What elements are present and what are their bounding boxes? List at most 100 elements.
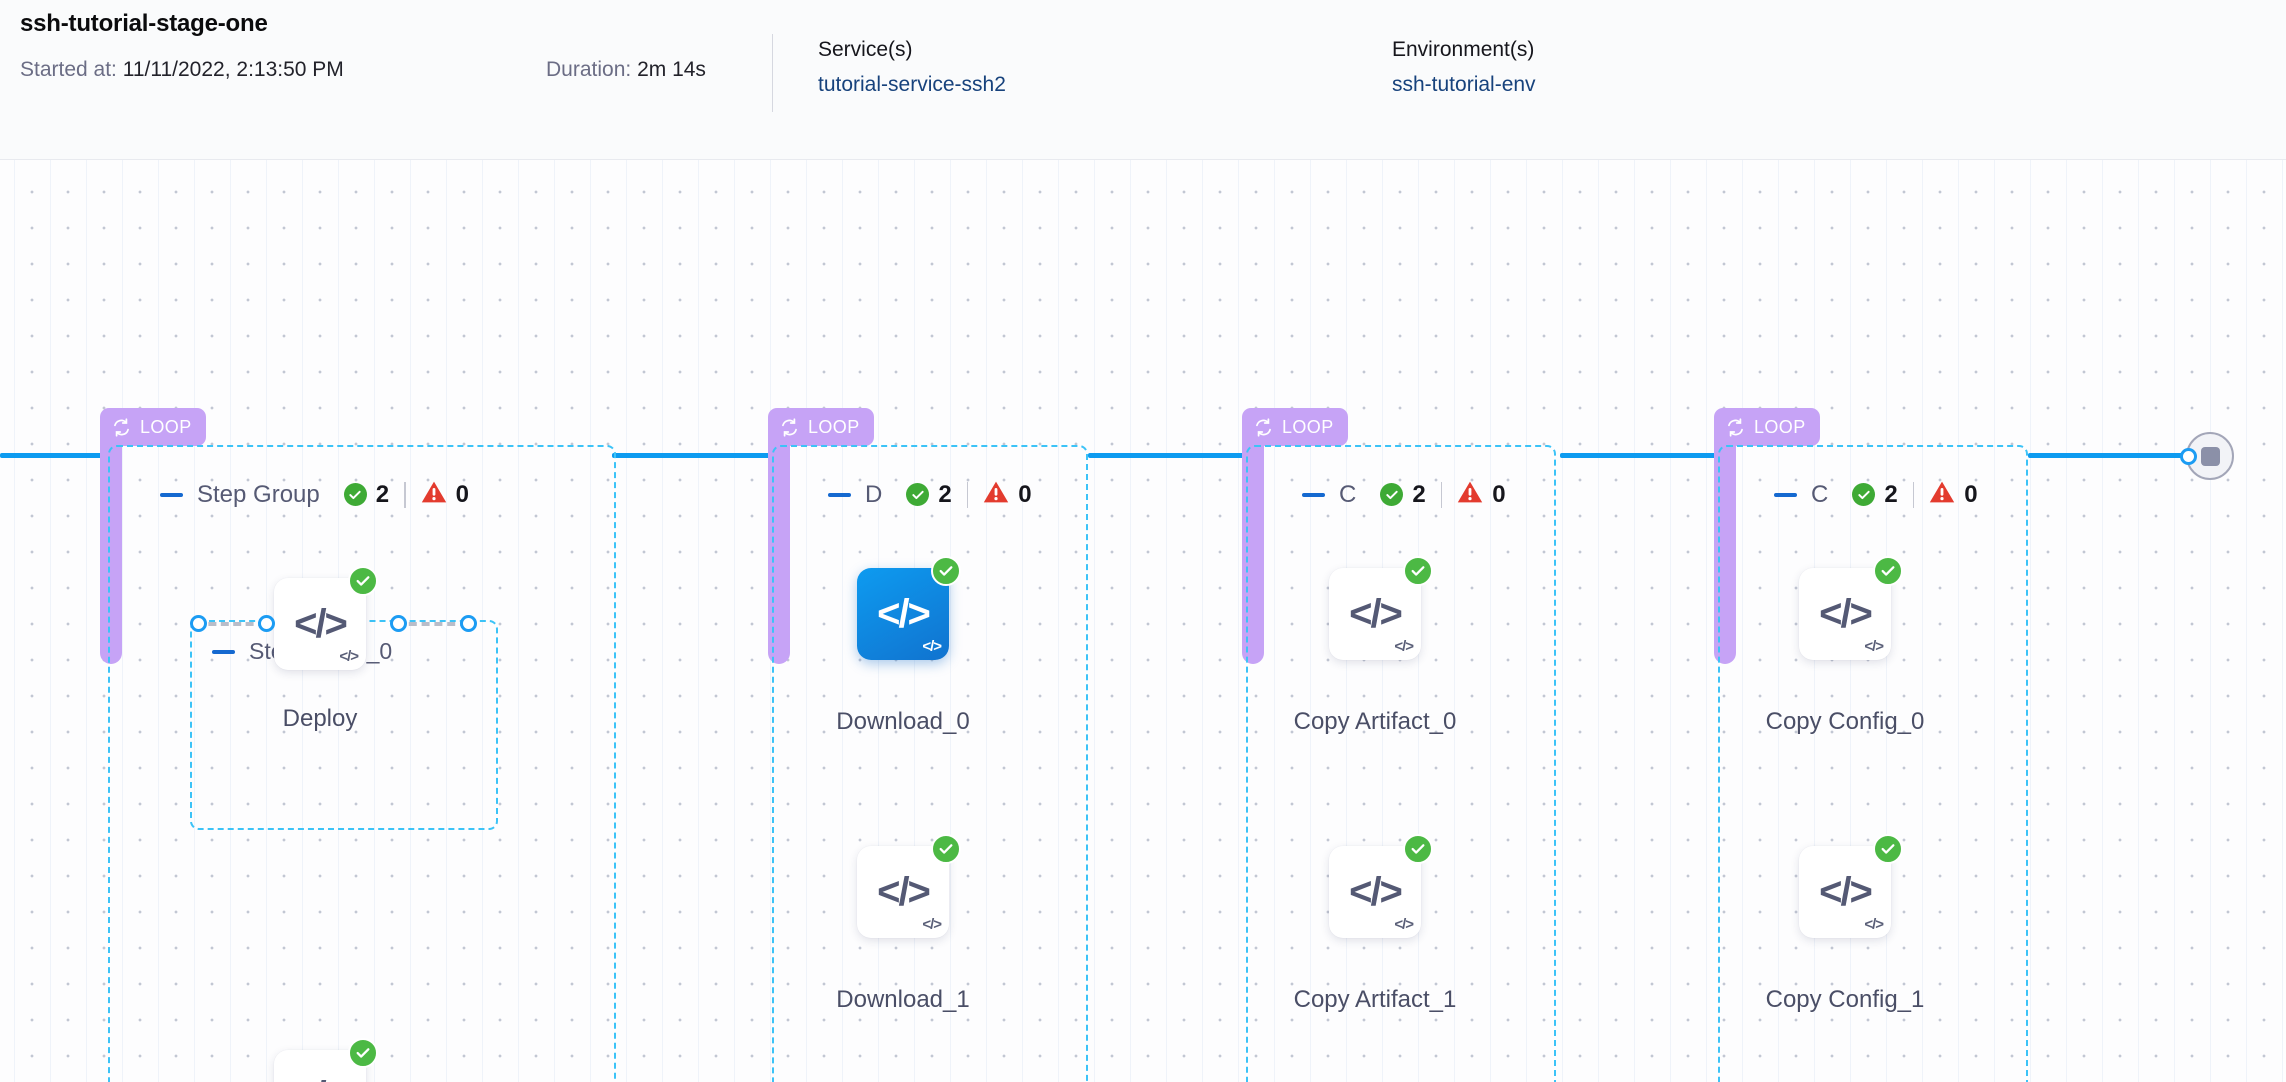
- code-icon: </>: [877, 870, 931, 914]
- success-check-icon: [343, 483, 367, 506]
- connector-deploy-right: [396, 622, 468, 626]
- environment-link[interactable]: ssh-tutorial-env: [1392, 73, 1536, 96]
- port-right-inner[interactable]: [390, 615, 407, 632]
- loop-icon: [1725, 417, 1746, 438]
- group-name: Step Group: [197, 480, 320, 508]
- pipeline-canvas[interactable]: LOOP Step Group 2 0 Step Group_0 </> </>: [0, 160, 2286, 1082]
- environments-label: Environment(s): [1392, 38, 1535, 61]
- pipeline-header: ssh-tutorial-stage-one Started at: 11/11…: [0, 0, 2286, 160]
- node-copy-artifact-1[interactable]: </> </>: [1329, 834, 1433, 938]
- code-icon: </>: [294, 602, 348, 646]
- group-header-step-group[interactable]: Step Group 2 0: [160, 480, 469, 509]
- success-count: 2: [1884, 480, 1898, 508]
- node-label-copy-config-1: Copy Config_1: [1765, 986, 1925, 1013]
- group-header-download[interactable]: D 2 0: [828, 480, 1032, 509]
- code-badge-icon: </>: [1864, 916, 1884, 933]
- environments-column: Environment(s) ssh-tutorial-env: [1392, 38, 1536, 97]
- code-badge-icon: </>: [1864, 638, 1884, 655]
- code-badge-icon: </>: [339, 648, 359, 665]
- group-counts: 2 0: [1380, 480, 1506, 509]
- port-left-inner[interactable]: [258, 615, 275, 632]
- success-check-icon: [1380, 483, 1404, 506]
- status-success-icon: [931, 556, 961, 586]
- error-warning-icon: [1457, 480, 1483, 509]
- loop-icon: [1253, 417, 1274, 438]
- group-header-copy-artifact[interactable]: C 2 0: [1302, 480, 1506, 509]
- node-label-deploy: Deploy: [282, 705, 358, 732]
- code-icon: </>: [294, 1076, 348, 1082]
- port-left-outer[interactable]: [190, 615, 207, 632]
- count-divider: [966, 481, 969, 508]
- started-at-value: 11/11/2022, 2:13:50 PM: [122, 58, 344, 81]
- success-check-icon: [1852, 483, 1876, 506]
- group-name: C: [1339, 480, 1357, 508]
- loop-badge-label: LOOP: [1282, 416, 1334, 437]
- edge-group4-end: [2028, 453, 2194, 458]
- page-title: ssh-tutorial-stage-one: [20, 10, 268, 37]
- success-count: 2: [938, 480, 952, 508]
- collapse-icon[interactable]: [1774, 492, 1797, 497]
- node-copy-config-1[interactable]: </> </>: [1799, 834, 1903, 938]
- group-container-copy-config[interactable]: [1718, 445, 2028, 1082]
- duration-label: Duration:: [546, 58, 632, 81]
- error-count: 0: [1964, 480, 1978, 508]
- error-warning-icon: [1929, 480, 1955, 509]
- code-icon: </>: [1349, 870, 1403, 914]
- duration-row: Duration: 2m 14s: [546, 58, 706, 82]
- node-copy-artifact-0[interactable]: </> </>: [1329, 556, 1433, 660]
- status-success-icon: [1403, 556, 1433, 586]
- loop-badge-label: LOOP: [808, 416, 860, 437]
- header-divider: [772, 34, 773, 112]
- error-count: 0: [1492, 480, 1506, 508]
- collapse-icon[interactable]: [160, 492, 183, 497]
- code-icon: </>: [1819, 592, 1873, 636]
- loop-icon: [779, 417, 800, 438]
- code-badge-icon: </>: [1394, 916, 1414, 933]
- node-step-group-1-step[interactable]: </> </>: [274, 1038, 378, 1082]
- started-at-row: Started at: 11/11/2022, 2:13:50 PM: [20, 58, 344, 82]
- count-divider: [404, 481, 406, 508]
- group-header-copy-config[interactable]: C 2 0: [1774, 480, 1978, 509]
- code-icon: </>: [1819, 870, 1873, 914]
- loop-icon: [111, 417, 132, 438]
- group-container-copy-artifact[interactable]: [1246, 445, 1556, 1082]
- collapse-icon[interactable]: [212, 649, 235, 654]
- error-count: 0: [455, 480, 469, 508]
- node-label-download-0: Download_0: [836, 708, 970, 735]
- node-deploy[interactable]: </> </>: [274, 566, 378, 670]
- loop-badge-group-3: LOOP: [1242, 408, 1348, 446]
- group-container-step-group[interactable]: [108, 445, 616, 1082]
- loop-badge-label: LOOP: [1754, 416, 1806, 437]
- port-right-outer[interactable]: [460, 615, 477, 632]
- loop-badge-group-1: LOOP: [100, 408, 206, 446]
- group-name: C: [1811, 480, 1829, 508]
- port-end-node[interactable]: [2180, 448, 2197, 465]
- connector-deploy-left: [196, 622, 266, 626]
- service-link[interactable]: tutorial-service-ssh2: [818, 73, 1006, 96]
- services-column: Service(s) tutorial-service-ssh2: [818, 38, 1006, 97]
- collapse-icon[interactable]: [1302, 492, 1325, 497]
- group-container-download[interactable]: [772, 445, 1088, 1082]
- collapse-icon[interactable]: [828, 492, 851, 497]
- loop-bar-group-1: [100, 408, 122, 664]
- edge-group1-group2: [612, 453, 772, 458]
- error-warning-icon: [421, 480, 447, 509]
- node-download-1[interactable]: </> </>: [857, 834, 961, 938]
- duration-value: 2m 14s: [637, 58, 706, 81]
- loop-badge-label: LOOP: [140, 416, 192, 437]
- node-copy-config-0[interactable]: </> </>: [1799, 556, 1903, 660]
- services-label: Service(s): [818, 38, 913, 61]
- code-badge-icon: </>: [922, 638, 942, 655]
- group-counts: 2 0: [906, 480, 1032, 509]
- node-download-0[interactable]: </> </>: [857, 556, 961, 660]
- status-success-icon: [1403, 834, 1433, 864]
- status-success-icon: [1873, 834, 1903, 864]
- group-counts: 2 0: [1852, 480, 1978, 509]
- success-count: 2: [1412, 480, 1426, 508]
- count-divider: [1440, 481, 1443, 508]
- error-count: 0: [1018, 480, 1032, 508]
- started-at-label: Started at:: [20, 58, 117, 81]
- count-divider: [1912, 481, 1915, 508]
- stop-icon: [2200, 446, 2220, 466]
- node-label-copy-config-0: Copy Config_0: [1765, 708, 1925, 735]
